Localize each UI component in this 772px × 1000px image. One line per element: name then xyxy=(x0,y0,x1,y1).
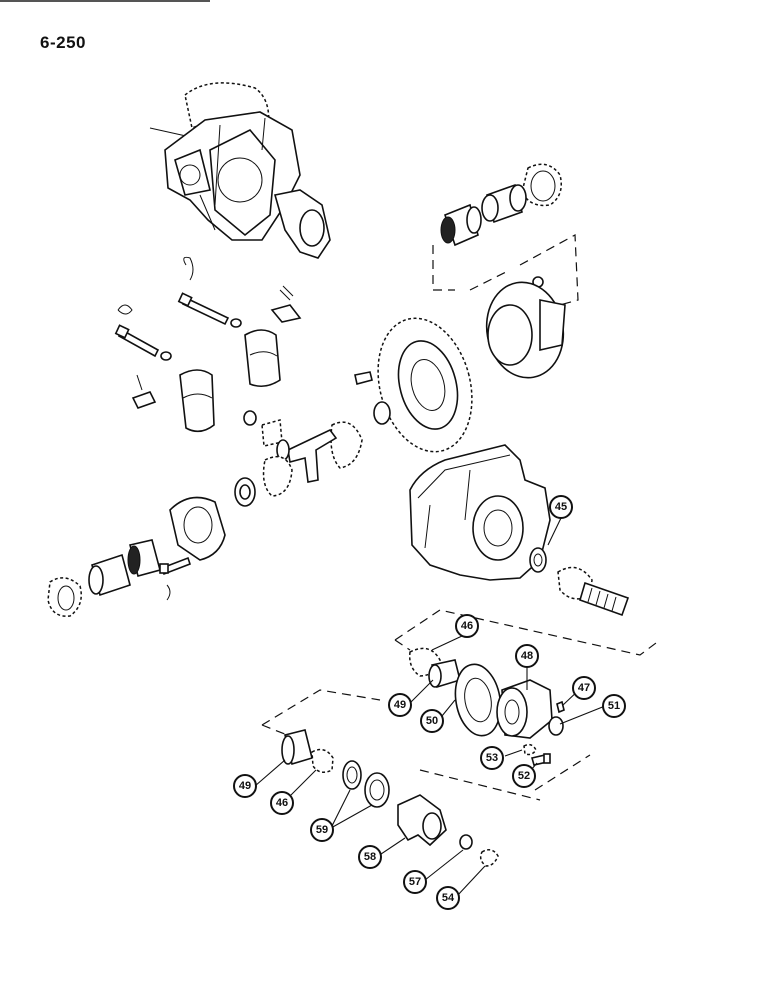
pinion-dashed-boundary xyxy=(394,609,661,656)
callout-49: 49 xyxy=(388,693,412,717)
callout-48-label: 48 xyxy=(521,650,533,662)
callout-58: 58 xyxy=(358,845,382,869)
callout-51: 51 xyxy=(602,694,626,718)
lower-pinion-parts xyxy=(281,647,565,867)
callout-52: 52 xyxy=(512,764,536,788)
page-number: 6-250 xyxy=(40,33,86,52)
callout-53: 53 xyxy=(480,746,504,770)
callout-48: 48 xyxy=(515,644,539,668)
axle-housing xyxy=(409,444,551,581)
callout-47-label: 47 xyxy=(578,682,590,694)
callout-49-lower-label: 49 xyxy=(239,780,251,792)
callout-49-lower: 49 xyxy=(233,774,257,798)
callout-46: 46 xyxy=(455,614,479,638)
callout-50: 50 xyxy=(420,709,444,733)
callout-54: 54 xyxy=(436,886,460,910)
callout-45: 45 xyxy=(549,495,573,519)
upper-bearing-group xyxy=(432,163,579,306)
ring-gear-and-carrier xyxy=(373,281,566,453)
callout-49-label: 49 xyxy=(394,699,406,711)
top-rule xyxy=(0,0,210,2)
callout-59: 59 xyxy=(310,818,334,842)
callout-50-label: 50 xyxy=(426,715,438,727)
callout-46-lower: 46 xyxy=(270,791,294,815)
bolts-and-caps xyxy=(114,256,373,433)
callout-47: 47 xyxy=(572,676,596,700)
callout-59-label: 59 xyxy=(316,824,328,836)
callout-46-label: 46 xyxy=(461,620,473,632)
callout-58-label: 58 xyxy=(364,851,376,863)
callout-52-label: 52 xyxy=(518,770,530,782)
callout-45-label: 45 xyxy=(555,501,567,513)
assembled-differential xyxy=(149,82,331,259)
callout-53-label: 53 xyxy=(486,752,498,764)
callout-54-label: 54 xyxy=(442,892,455,904)
spider-gears xyxy=(234,410,363,507)
callout-46-lower-label: 46 xyxy=(276,797,288,809)
leader-lines xyxy=(254,517,606,897)
left-case-and-bearings xyxy=(47,496,226,617)
callout-57-label: 57 xyxy=(409,876,421,888)
callout-57: 57 xyxy=(403,870,427,894)
drive-pinion-shaft xyxy=(557,566,630,617)
callout-51-label: 51 xyxy=(608,700,620,712)
lower-dashed-boundary xyxy=(261,689,591,801)
